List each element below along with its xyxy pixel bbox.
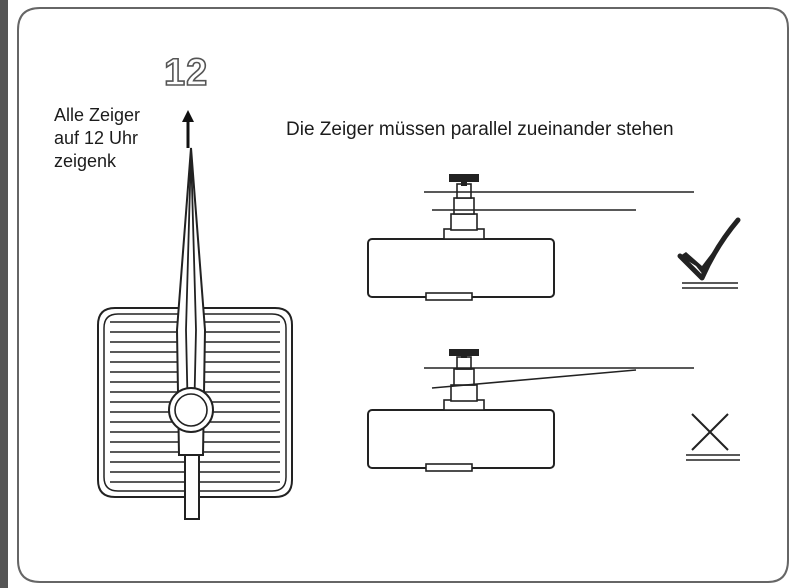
twelve-oclock-number: 12 [163, 51, 209, 95]
second-hand-tail [184, 454, 200, 520]
hands-instruction-line: auf 12 Uhr [54, 128, 139, 148]
left-binding-strip [0, 0, 8, 588]
hands-instruction-line: Alle Zeiger [54, 105, 141, 125]
parallel-instruction: Die Zeiger müssen parallel zueinander st… [286, 119, 674, 140]
side-view-correct [367, 174, 694, 301]
hands-instruction-line: zeigenk [54, 151, 117, 171]
side-view-wrong [367, 349, 694, 472]
frame-border [17, 7, 789, 583]
cross-icon [686, 413, 740, 461]
check-icon [677, 217, 741, 289]
movement-front-view [97, 147, 293, 520]
up-arrow-icon [182, 110, 194, 148]
hands-instruction: Alle Zeiger auf 12 Uhr zeigenk [54, 104, 194, 173]
